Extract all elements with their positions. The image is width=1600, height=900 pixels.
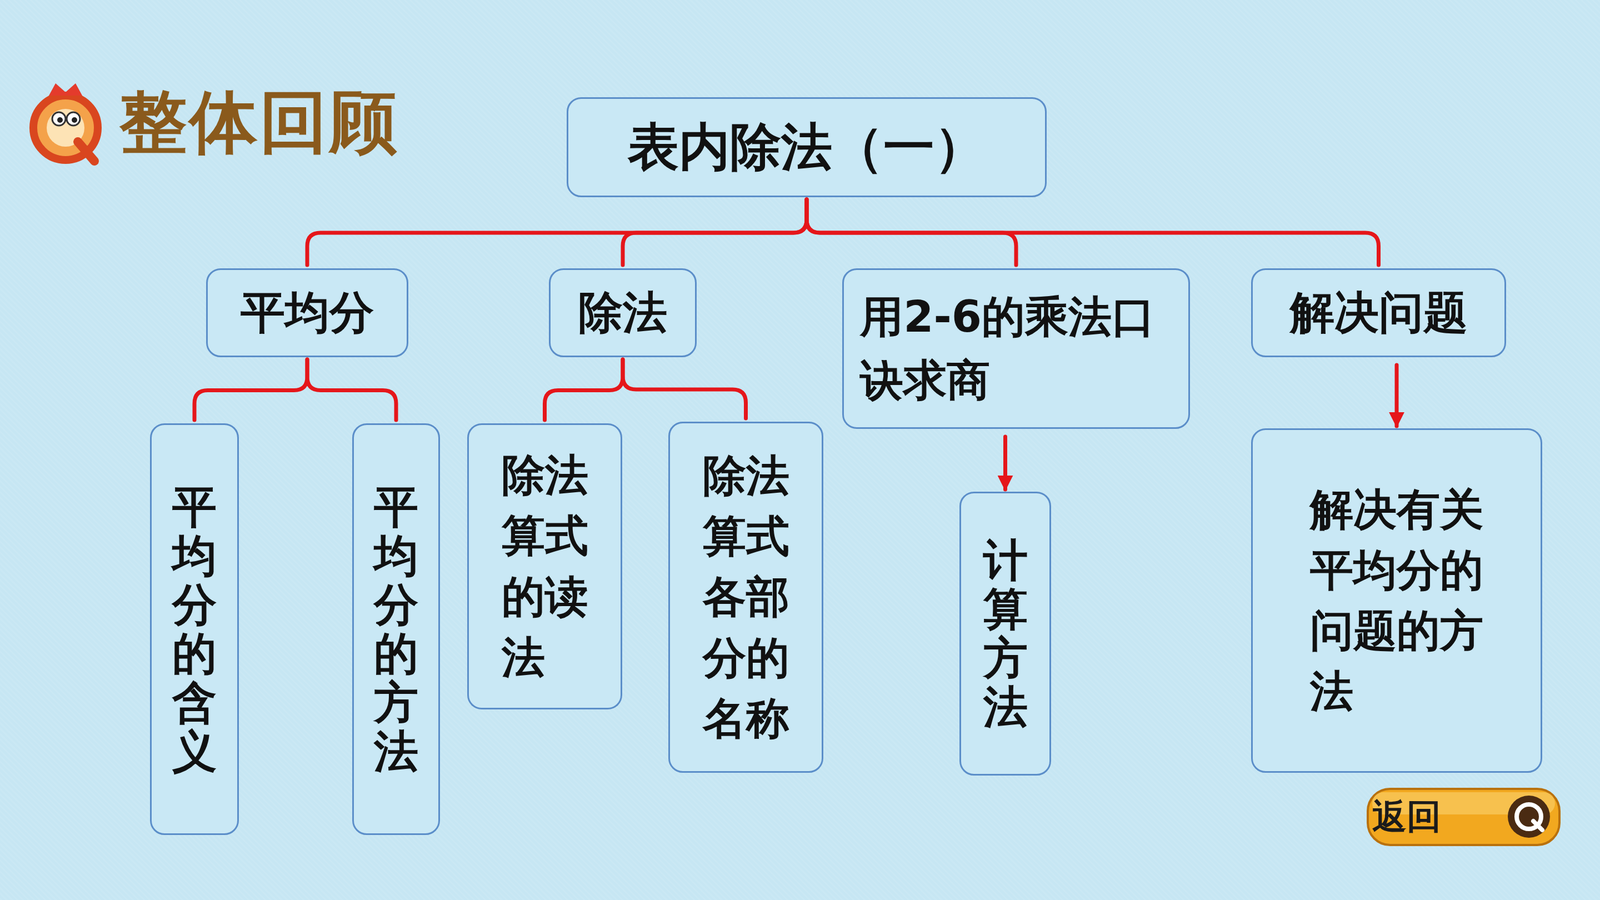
concept-box: 除法算式的读法 (467, 423, 623, 710)
concept-box: 除法算式各部分的名称 (668, 421, 824, 773)
q-mascot-icon (33, 83, 98, 162)
bracket-connector (545, 359, 624, 420)
bracket-connector (307, 199, 807, 265)
concept-box: 解决问题 (1251, 268, 1507, 358)
bracket-connector (194, 359, 308, 420)
box-text: 除法 (578, 286, 668, 340)
concept-box: 除法 (548, 268, 697, 358)
concept-box: 平均分的方法 (352, 423, 440, 835)
bracket-connector (622, 359, 747, 419)
box-text: 计算方法 (983, 536, 1028, 732)
box-text: 除法算式各部分的名称 (702, 445, 790, 749)
bracket-connector (307, 359, 397, 420)
button-label: 返回 (1372, 793, 1442, 840)
box-text: 平均分 (240, 286, 374, 340)
concept-box: 表内除法（一） (566, 97, 1047, 198)
bracket-connector (622, 199, 807, 265)
concept-box: 平均分的含义 (150, 423, 239, 835)
arrow-connector (1003, 436, 1008, 490)
concept-box: 平均分 (206, 268, 409, 358)
back-button (1367, 788, 1560, 845)
box-text: 平均分的方法 (373, 482, 419, 777)
box-text: 解决问题 (1290, 286, 1468, 340)
concept-box: 用2-6的乘法口诀求商 (842, 268, 1190, 429)
concept-box: 解决有关平均分的问题的方法 (1251, 428, 1543, 773)
slide-title: 整体回顾 (119, 77, 400, 169)
box-text: 表内除法（一） (627, 116, 986, 178)
concept-box: 计算方法 (959, 491, 1052, 776)
arrow-connector (1395, 365, 1399, 427)
box-text: 用2-6的乘法口诀求商 (860, 285, 1173, 412)
box-text: 解决有关平均分的问题的方法 (1310, 479, 1484, 723)
box-text: 平均分的含义 (172, 482, 217, 777)
bracket-connector (806, 199, 1379, 265)
box-text: 除法算式的读法 (501, 445, 589, 688)
